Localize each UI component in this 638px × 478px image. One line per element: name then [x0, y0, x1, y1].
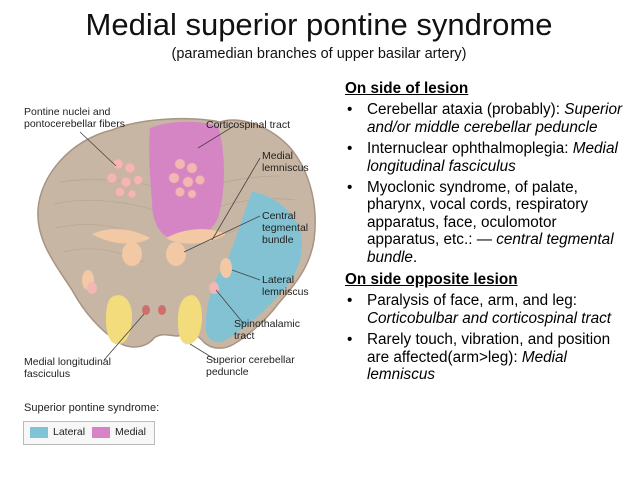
- item-text: Rarely touch, vibration, and position ar…: [367, 331, 611, 366]
- label-pontine-nuclei: Pontine nuclei and pontocerebellar fiber…: [24, 106, 125, 130]
- legend-label-lateral: Lateral: [53, 426, 86, 438]
- label-spinothalamic-l2: tract: [234, 330, 255, 342]
- legend-swatch-medial: [92, 427, 110, 438]
- bullet: •: [347, 140, 353, 158]
- label-medial-lemniscus-l2: lemniscus: [262, 162, 309, 174]
- list-item: • Paralysis of face, arm, and leg: Corti…: [345, 292, 633, 327]
- label-lateral-lemniscus: Lateral lemniscus: [262, 274, 309, 298]
- label-mlf-l2: fasciculus: [24, 368, 71, 380]
- heading-opposite-side: On side opposite lesion: [345, 271, 518, 289]
- label-pontine-nuclei-l2: pontocerebellar fibers: [24, 118, 125, 130]
- label-scp-l2: peduncle: [206, 366, 249, 378]
- bullet: •: [347, 179, 353, 197]
- item-text: Myoclonic syndrome, of palate, pharynx, …: [367, 179, 589, 249]
- item-after: .: [412, 248, 418, 266]
- leader-lines: [79, 125, 261, 361]
- bullet: •: [347, 101, 353, 119]
- bullet: •: [347, 292, 353, 310]
- pontine-nuclei: [106, 158, 205, 199]
- list-item: • Internuclear ophthalmoplegia: Medial l…: [345, 140, 633, 175]
- item-italic: Superior and/or middle cerebellar pedunc…: [367, 101, 623, 136]
- item-text: Cerebellar ataxia (probably):: [367, 101, 561, 119]
- label-lateral-lemniscus-l2: lemniscus: [262, 286, 309, 298]
- slide-subtitle: (paramedian branches of upper basilar ar…: [171, 46, 467, 62]
- label-medial-lemniscus-l1: Medial: [262, 150, 293, 162]
- label-scp-l1: Superior cerebellar: [206, 354, 295, 366]
- item-italic: Medial longitudinal fasciculus: [367, 140, 618, 175]
- pons-diagram: [37, 117, 316, 361]
- label-medial-lemniscus: Medial lemniscus: [262, 150, 309, 174]
- notes-panel: On side of lesion • Cerebellar ataxia (p…: [345, 80, 633, 388]
- list-opposite-side: • Paralysis of face, arm, and leg: Corti…: [345, 292, 633, 383]
- lateral-region: [205, 192, 302, 343]
- label-central-tegmental-l1: Central: [262, 210, 296, 222]
- list-item: • Cerebellar ataxia (probably): Superior…: [345, 101, 633, 136]
- label-scp: Superior cerebellar peduncle: [206, 354, 295, 378]
- list-item: • Myoclonic syndrome, of palate, pharynx…: [345, 179, 633, 266]
- list-side-of-lesion: • Cerebellar ataxia (probably): Superior…: [345, 101, 633, 266]
- mlf-left: [142, 305, 150, 315]
- medial-lemniscus-left: [92, 229, 150, 244]
- label-corticospinal: Corticospinal tract: [206, 119, 291, 131]
- label-central-tegmental-l2: tegmental: [262, 222, 309, 234]
- item-italic: Corticobulbar and corticospinal tract: [367, 309, 612, 327]
- label-pontine-nuclei-l1: Pontine nuclei and: [24, 106, 111, 118]
- pons-cross-section-figure: Pontine nuclei and pontocerebellar fiber…: [20, 92, 342, 472]
- legend-swatch-lateral: [30, 427, 48, 438]
- legend-title: Superior pontine syndrome:: [24, 402, 160, 414]
- label-central-tegmental: Central tegmental bundle: [262, 210, 308, 246]
- legend: Lateral Medial: [23, 421, 155, 445]
- label-mlf-l1: Medial longitudinal: [24, 356, 111, 368]
- label-central-tegmental-l3: bundle: [262, 234, 294, 246]
- scp-left: [106, 295, 132, 345]
- spinothalamic-left: [87, 282, 97, 294]
- lateral-lemniscus-right: [220, 258, 232, 278]
- medial-lemniscus-right: [166, 229, 226, 244]
- legend-label-medial: Medial: [115, 426, 146, 438]
- item-italic: Medial lemniscus: [367, 348, 567, 384]
- item-text: Paralysis of face, arm, and leg:: [367, 292, 578, 310]
- label-spinothalamic-l1: Spinothalamic: [234, 318, 300, 330]
- heading-side-of-lesion: On side of lesion: [345, 80, 469, 97]
- label-mlf: Medial longitudinal fasciculus: [24, 356, 111, 380]
- central-tegmental-right: [166, 242, 186, 266]
- item-text: Internuclear ophthalmoplegia:: [367, 140, 569, 158]
- scp-right: [178, 295, 202, 345]
- item-italic: central tegmental bundle: [367, 231, 614, 266]
- mlf-right: [158, 305, 166, 315]
- slide-title: Medial superior pontine syndrome: [85, 7, 553, 42]
- bullet: •: [347, 331, 353, 349]
- label-lateral-lemniscus-l1: Lateral: [262, 274, 295, 286]
- label-spinothalamic: Spinothalamic tract: [234, 318, 300, 342]
- central-tegmental-left: [122, 242, 142, 266]
- list-item: • Rarely touch, vibration, and position …: [345, 331, 633, 383]
